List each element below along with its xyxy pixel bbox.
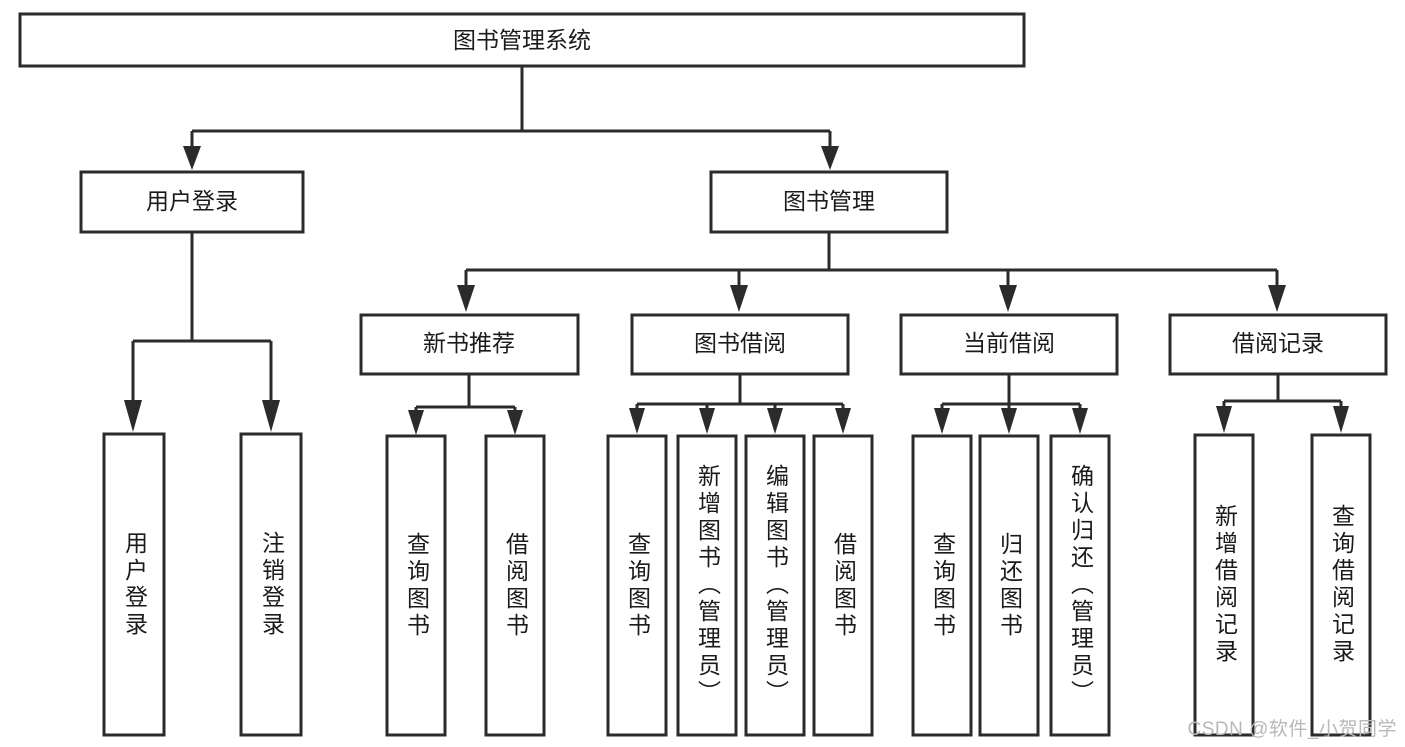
arrow-head-icon [1072, 408, 1088, 434]
leaf-label: 借阅图书 [502, 531, 529, 640]
node-book-management[interactable]: 图书管理 [709, 170, 949, 234]
arrow-head-icon [999, 285, 1017, 312]
leaf-book-borrow-1[interactable]: 新增图书（管理员） [676, 434, 738, 737]
arrow-head-icon [1001, 408, 1017, 434]
leaf-box[interactable] [102, 432, 166, 737]
leaf-borrow-record-0[interactable]: 新增借阅记录 [1193, 433, 1255, 737]
leaf-label-wrap: 新增图书（管理员） [694, 464, 721, 707]
node-current-borrow[interactable]: 当前借阅 [899, 313, 1119, 376]
arrow-head-icon [1216, 406, 1232, 433]
leaf-label: 注销登录 [258, 530, 285, 639]
leaf-label: 查询图书 [403, 531, 430, 640]
leaf-box[interactable] [1310, 433, 1372, 737]
leaf-label-wrap: 借阅图书 [830, 531, 857, 640]
leaf-user-login-1[interactable]: 注销登录 [239, 432, 303, 737]
leaf-box[interactable] [812, 434, 874, 737]
node-book-management-label: 图书管理 [783, 188, 875, 214]
arrow-head-icon [1333, 406, 1349, 433]
node-root-label: 图书管理系统 [453, 27, 591, 53]
node-current-borrow-box[interactable] [899, 313, 1119, 376]
node-new-book-recommend-label: 新书推荐 [423, 330, 515, 356]
leaf-label-wrap: 查询图书 [403, 531, 430, 640]
arrow-head-icon [629, 408, 645, 434]
leaf-borrow-record-1[interactable]: 查询借阅记录 [1310, 433, 1372, 737]
leaf-box[interactable] [606, 434, 668, 737]
arrow-head-icon [767, 408, 783, 434]
leaf-label-wrap: 编辑图书（管理员） [762, 464, 789, 707]
arrow-head-icon [821, 146, 839, 170]
node-new-book-recommend[interactable]: 新书推荐 [359, 313, 580, 376]
leaf-box[interactable] [911, 434, 973, 737]
leaf-label: 编辑图书（管理员） [762, 464, 789, 707]
leaf-user-login-0[interactable]: 用户登录 [102, 432, 166, 737]
leaf-label: 归还图书 [996, 531, 1023, 640]
connector-borrow-record-to-leaves [1216, 374, 1349, 433]
connector-book-management-to-level3 [457, 232, 1286, 312]
node-user-login-box[interactable] [79, 170, 305, 234]
arrow-head-icon [1268, 285, 1286, 312]
leaf-label: 借阅图书 [830, 531, 857, 640]
leaf-label: 用户登录 [121, 530, 148, 639]
leaf-new-book-recommend-1[interactable]: 借阅图书 [484, 434, 546, 737]
leaf-book-borrow-2[interactable]: 编辑图书（管理员） [744, 434, 806, 737]
node-book-borrow[interactable]: 图书借阅 [630, 313, 850, 376]
node-new-book-recommend-box[interactable] [359, 313, 580, 376]
leaf-label: 查询图书 [624, 531, 651, 640]
leaf-box[interactable] [1193, 433, 1255, 737]
node-borrow-record[interactable]: 借阅记录 [1168, 313, 1388, 376]
arrow-head-icon [183, 146, 201, 170]
leaf-label-wrap: 借阅图书 [502, 531, 529, 640]
leaf-book-borrow-0[interactable]: 查询图书 [606, 434, 668, 737]
leaf-box[interactable] [239, 432, 303, 737]
arrow-head-icon [699, 408, 715, 434]
leaf-label-wrap: 查询借阅记录 [1328, 504, 1355, 666]
leaf-label-wrap: 确认归还（管理员） [1067, 464, 1094, 707]
leaf-box[interactable] [385, 434, 447, 737]
leaf-label: 查询借阅记录 [1328, 504, 1355, 666]
leaf-label: 查询图书 [929, 531, 956, 640]
leaf-current-borrow-0[interactable]: 查询图书 [911, 434, 973, 737]
node-borrow-record-label: 借阅记录 [1232, 330, 1324, 356]
leaf-label: 新增图书（管理员） [694, 464, 721, 707]
leaf-box[interactable] [484, 434, 546, 737]
connector-book-borrow-to-leaves [629, 374, 851, 434]
arrow-head-icon [730, 285, 748, 312]
node-user-login-label: 用户登录 [146, 188, 238, 214]
arrow-head-icon [507, 410, 523, 435]
leaf-label-wrap: 新增借阅记录 [1211, 504, 1238, 666]
connector-user-login-to-leaves [124, 232, 280, 432]
node-book-borrow-label: 图书借阅 [694, 330, 786, 356]
node-root[interactable]: 图书管理系统 [18, 12, 1026, 68]
arrow-head-icon [934, 408, 950, 434]
connector-current-borrow-to-leaves [934, 374, 1088, 434]
leaf-book-borrow-3[interactable]: 借阅图书 [812, 434, 874, 737]
leaf-label-wrap: 用户登录 [121, 530, 148, 639]
connector-new-book-recommend-to-leaves [408, 374, 523, 435]
connector-root-to-level2 [183, 66, 839, 170]
leaf-new-book-recommend-0[interactable]: 查询图书 [385, 434, 447, 737]
leaf-box[interactable] [1049, 434, 1111, 737]
leaf-current-borrow-2[interactable]: 确认归还（管理员） [1049, 434, 1111, 737]
arrow-head-icon [835, 408, 851, 434]
arrow-head-icon [457, 285, 475, 312]
leaf-current-borrow-1[interactable]: 归还图书 [978, 434, 1040, 737]
leaf-label-wrap: 注销登录 [258, 530, 285, 639]
node-current-borrow-label: 当前借阅 [963, 330, 1055, 356]
leaf-box[interactable] [676, 434, 738, 737]
leaf-label-wrap: 查询图书 [929, 531, 956, 640]
arrow-head-icon [124, 400, 142, 432]
leaf-box[interactable] [744, 434, 806, 737]
arrow-head-icon [408, 410, 424, 435]
node-root-box[interactable] [18, 12, 1026, 68]
node-user-login[interactable]: 用户登录 [79, 170, 305, 234]
arrow-head-icon [262, 400, 280, 432]
leaf-box[interactable] [978, 434, 1040, 737]
leaf-label: 确认归还（管理员） [1067, 464, 1094, 707]
leaf-label: 新增借阅记录 [1211, 504, 1238, 666]
leaf-label-wrap: 查询图书 [624, 531, 651, 640]
leaf-label-wrap: 归还图书 [996, 531, 1023, 640]
